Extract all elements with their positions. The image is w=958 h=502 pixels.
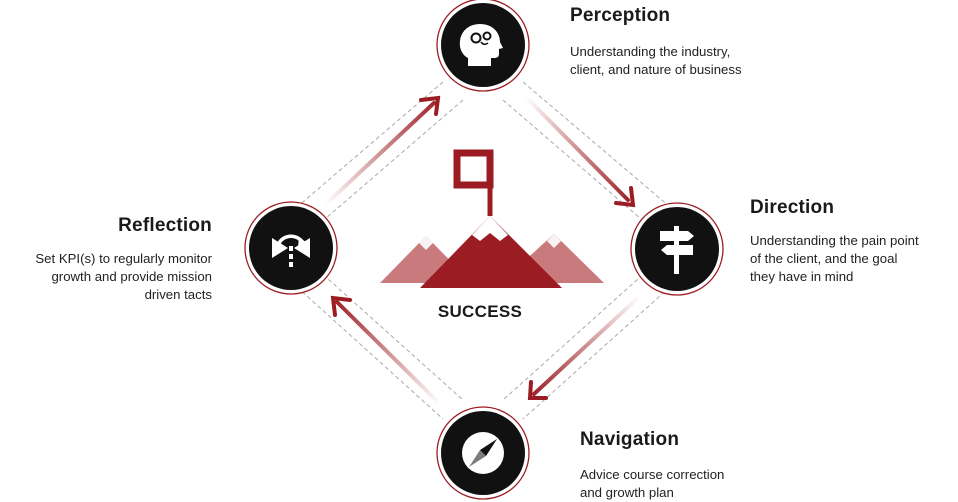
node-perception (436, 0, 530, 92)
success-mountain-icon (380, 149, 604, 288)
arrow-direction-to-navigation (527, 294, 642, 400)
reflection-label: Reflection Set KPI(s) to regularly monit… (0, 215, 212, 304)
reflection-line-3: driven tacts (144, 287, 212, 302)
reflection-title: Reflection (118, 215, 212, 236)
node-reflection (244, 201, 338, 295)
head-gears-icon (459, 24, 503, 66)
arrow-reflection-to-perception (323, 95, 441, 207)
perception-line-1: Understanding the industry, (570, 44, 731, 59)
navigation-title: Navigation (580, 429, 680, 450)
arrow-navigation-to-reflection (330, 295, 442, 406)
kpi-cycle-icon (272, 234, 310, 267)
direction-label: Direction Understanding the pain point o… (750, 197, 958, 286)
signpost-icon (660, 226, 694, 274)
node-direction (630, 202, 724, 296)
arrow-perception-to-direction (523, 94, 636, 208)
reflection-line-2: growth and provide mission (51, 269, 212, 284)
navigation-line-2: and growth plan (580, 485, 674, 500)
direction-line-3: they have in mind (750, 269, 854, 284)
direction-line-1: Understanding the pain point (750, 233, 919, 248)
perception-title: Perception (570, 5, 671, 26)
perception-label: Perception Understanding the industry, c… (570, 5, 830, 79)
perception-line-2: client, and nature of business (570, 62, 742, 77)
direction-description: Understanding the pain point of the clie… (750, 232, 958, 286)
navigation-label: Navigation Advice course correction and … (580, 429, 820, 502)
node-navigation (436, 406, 530, 500)
reflection-description: Set KPI(s) to regularly monitor growth a… (0, 250, 212, 304)
navigation-description: Advice course correction and growth plan (580, 466, 820, 502)
direction-title: Direction (750, 197, 835, 218)
compass-icon (462, 432, 504, 474)
navigation-line-1: Advice course correction (580, 467, 725, 482)
perception-description: Understanding the industry, client, and … (570, 43, 830, 79)
direction-line-2: of the client, and the goal (750, 251, 898, 266)
reflection-line-1: Set KPI(s) to regularly monitor (35, 251, 212, 266)
success-label: SUCCESS (437, 302, 523, 321)
